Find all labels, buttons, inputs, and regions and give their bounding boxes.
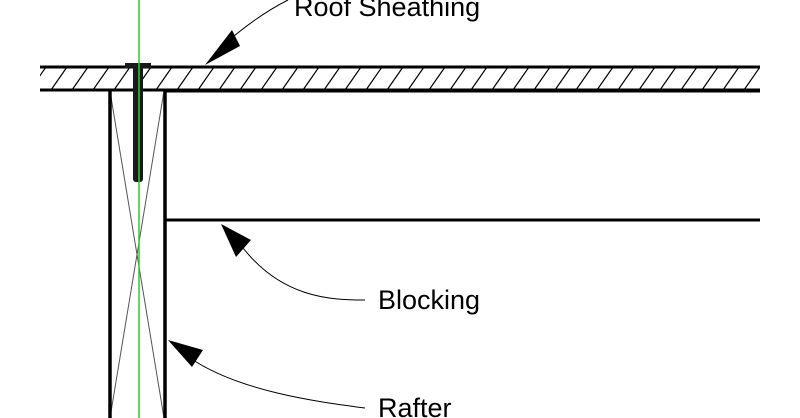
sheathing-hatch-line xyxy=(512,67,530,90)
fastener xyxy=(125,63,151,182)
sheathing-hatch-line xyxy=(765,67,781,90)
sheathing-hatch-line xyxy=(218,67,236,90)
callout-blocking-leader xyxy=(239,243,366,301)
sheathing-hatch-line xyxy=(407,67,425,90)
sheathing-hatch-line xyxy=(260,67,278,90)
sheathing-hatch-line xyxy=(239,67,257,90)
sheathing-hatch-line xyxy=(554,67,572,90)
sheathing-hatch-line xyxy=(786,67,800,90)
callout-rafter-arrowhead xyxy=(168,340,203,367)
sheathing-hatch-line xyxy=(344,67,362,90)
sheathing-hatch-line xyxy=(50,67,68,90)
sheathing-hatch-line xyxy=(323,67,341,90)
sheathing-hatch-line xyxy=(113,67,131,90)
sheathing-hatch-line xyxy=(470,67,488,90)
blocking xyxy=(166,89,760,222)
sheathing-hatch-line xyxy=(176,67,194,90)
callout-rafter-leader xyxy=(189,357,366,409)
sheathing-hatch-line xyxy=(533,67,551,90)
sheathing-hatch-line xyxy=(428,67,446,90)
callout-roof-sheathing-arrowhead xyxy=(205,30,240,65)
fastener-head xyxy=(125,63,151,68)
sheathing-hatch xyxy=(40,67,800,90)
callout-rafter-label: Rafter xyxy=(378,393,452,418)
sheathing-hatch-line xyxy=(92,67,110,90)
callout-roof-sheathing-label: Roof Sheathing xyxy=(294,0,480,22)
sheathing-hatch-line xyxy=(659,67,677,90)
sheathing-hatch-line xyxy=(155,67,173,90)
sheathing-hatch-line xyxy=(281,67,299,90)
callout-blocking-label: Blocking xyxy=(378,285,480,315)
sheathing-hatch-line xyxy=(71,67,89,90)
callout-roof-sheathing-leader xyxy=(227,0,289,42)
sheathing-hatch-line xyxy=(491,67,509,90)
sheathing-hatch-line xyxy=(638,67,656,90)
callout-rafter: Rafter xyxy=(168,340,452,418)
sheathing-hatch-line xyxy=(680,67,698,90)
sheathing-hatch-line xyxy=(596,67,614,90)
sheathing-hatch-line xyxy=(197,67,215,90)
fastener-shank xyxy=(133,66,143,182)
callout-blocking-arrowhead xyxy=(221,224,251,257)
sheathing-hatch-line xyxy=(617,67,635,90)
sheathing-hatch-line xyxy=(575,67,593,90)
rafter-cross-line-2 xyxy=(109,90,165,418)
sheathing-hatch-line xyxy=(302,67,320,90)
sheathing-hatch-line xyxy=(40,67,47,77)
callout-blocking: Blocking xyxy=(221,224,480,315)
callout-roof-sheathing: Roof Sheathing xyxy=(205,0,480,65)
sheathing-hatch-line xyxy=(722,67,740,90)
rafter xyxy=(108,90,167,418)
sheathing-hatch-line xyxy=(449,67,467,90)
sheathing-hatch-line xyxy=(743,67,760,90)
sheathing-hatch-line xyxy=(365,67,383,90)
sheathing-hatch-line xyxy=(386,67,404,90)
roof-sheathing xyxy=(40,65,800,92)
sheathing-hatch-line xyxy=(701,67,719,90)
